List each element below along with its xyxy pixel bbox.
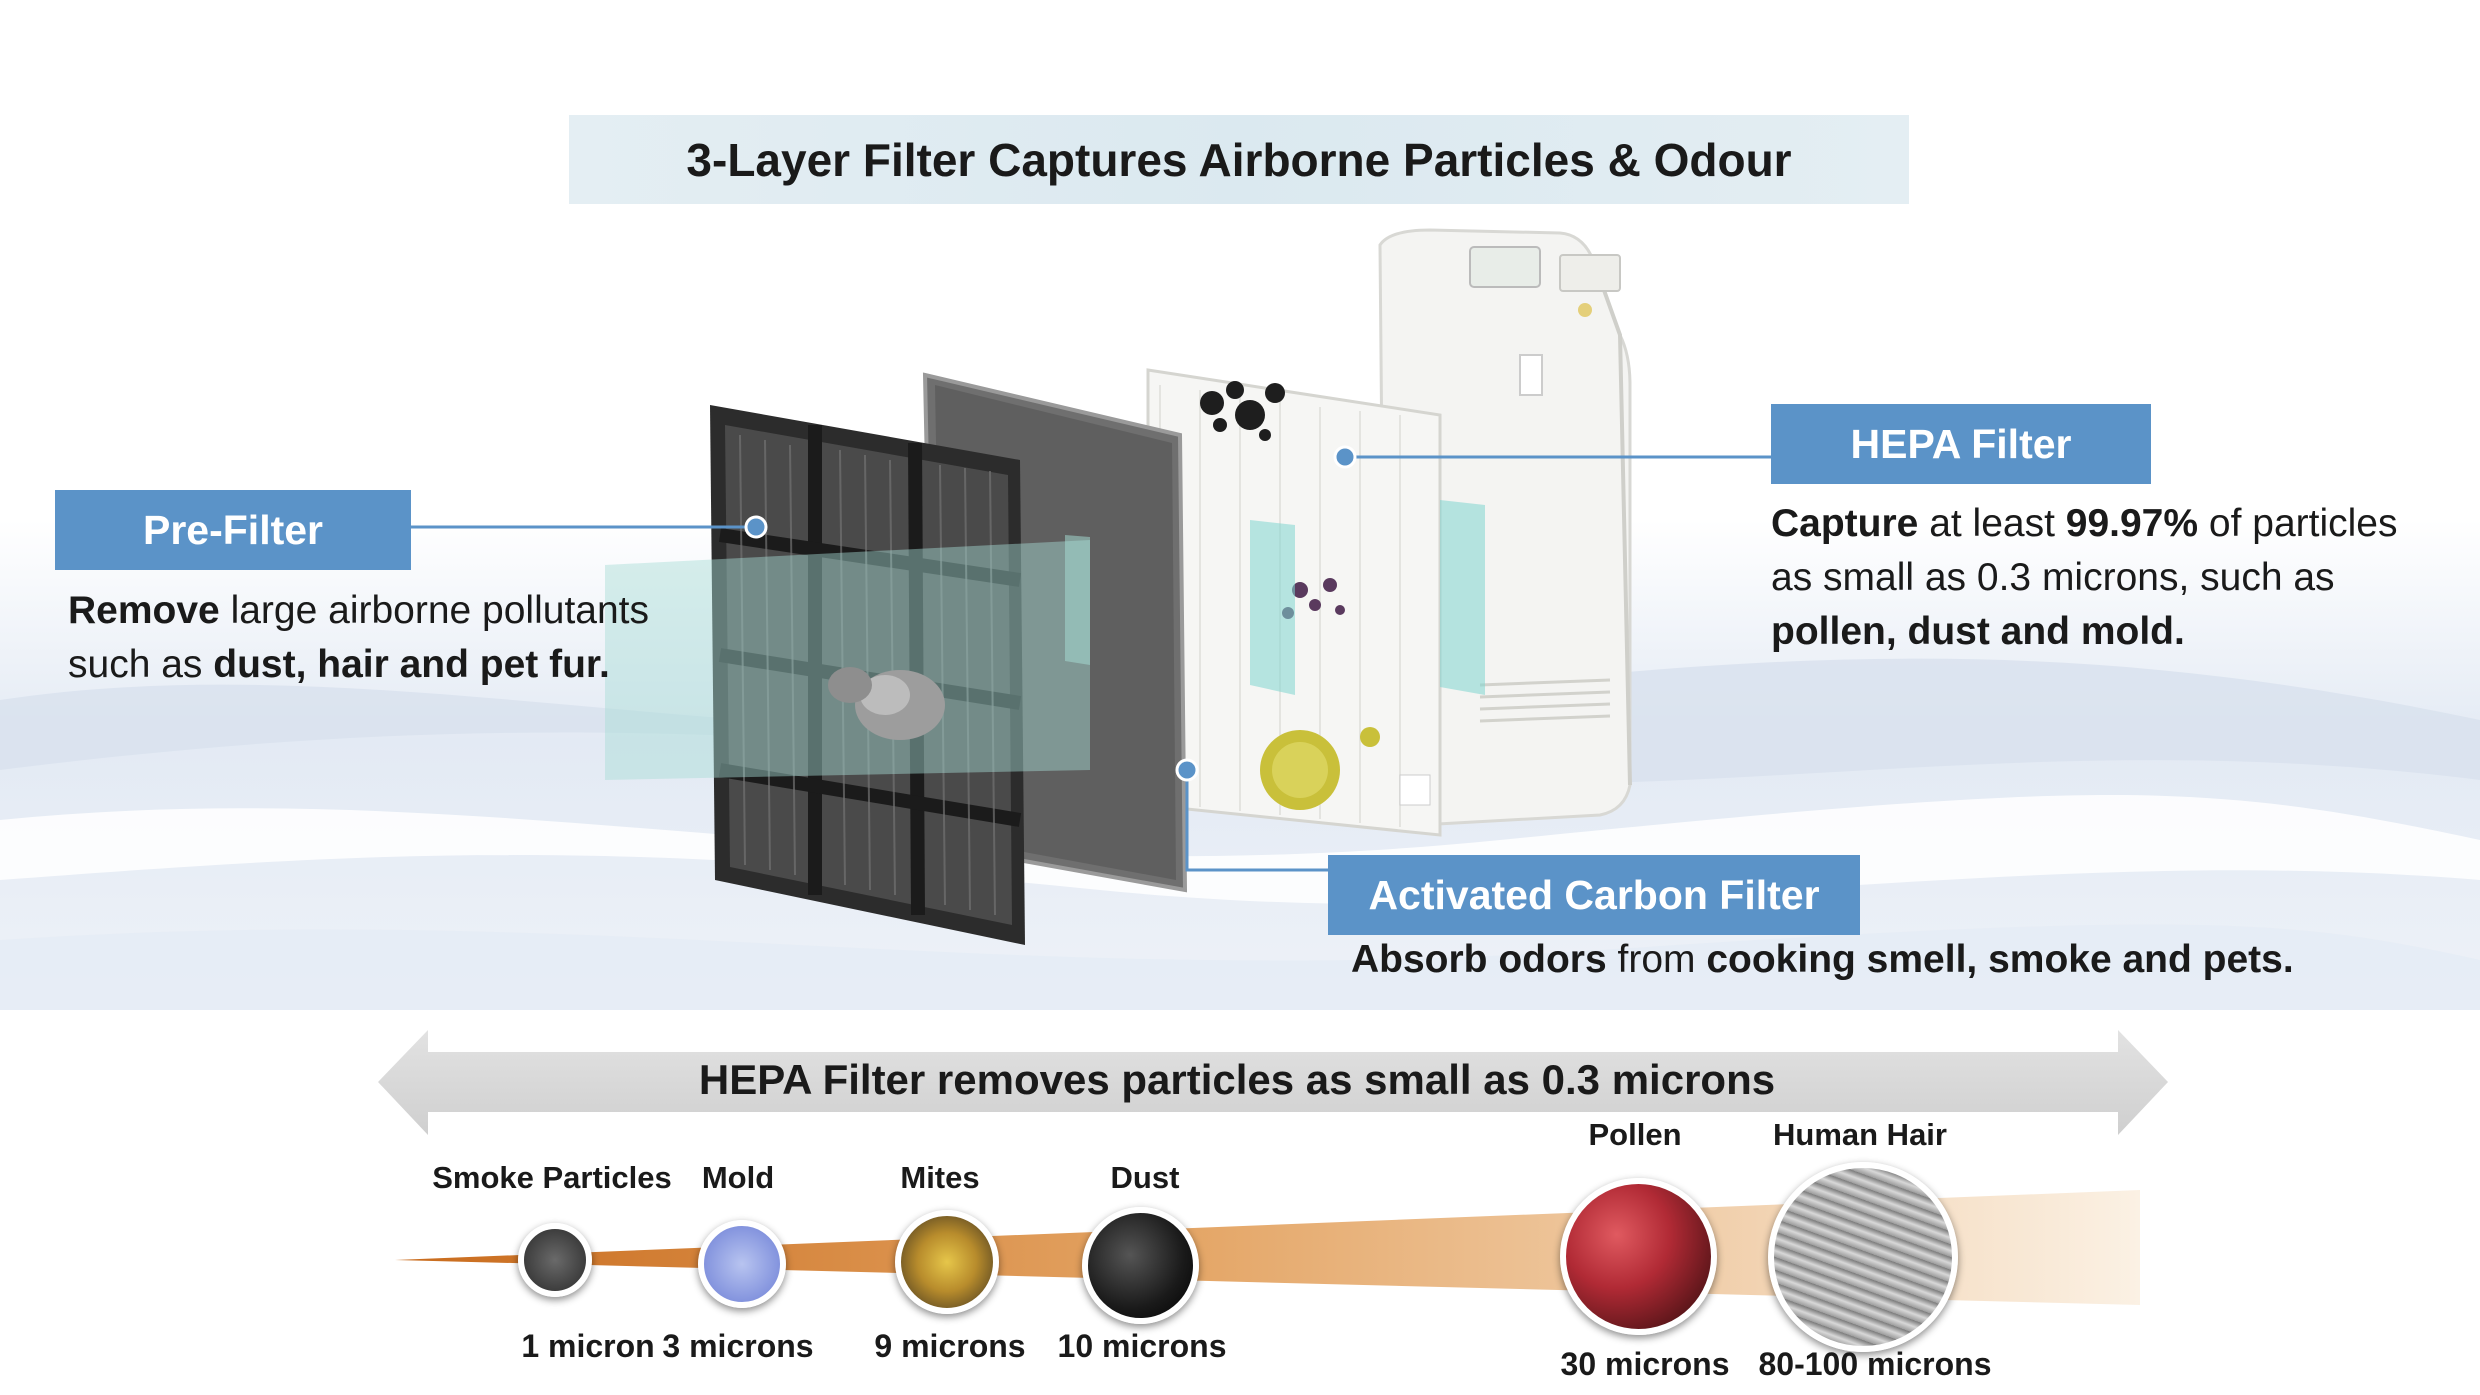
particle-size-smoke: 1 micron [521,1328,655,1364]
prefilter-desc-text1: large airborne pollutants [219,589,650,632]
title-banner: 3-Layer Filter Captures Airborne Particl… [569,115,1909,204]
filter-illustration [605,228,1632,945]
hepa-desc-text3: as small as 0.3 microns, such as [1771,556,2335,599]
hepa-desc-text2: of particles [2198,502,2398,545]
prefilter-image [605,405,1090,945]
prefilter-description: Remove large airborne pollutants such as… [68,584,768,692]
carbon-description: Absorb odors from cooking smell, smoke a… [1351,933,2451,987]
human-hair-image [1768,1162,1958,1352]
hepa-description: Capture at least 99.97% of particles as … [1771,497,2451,659]
prefilter-desc-bold1: Remove [68,589,220,632]
particle-name-smoke: Smoke Particles [432,1160,672,1195]
particle-name-pollen: Pollen [1588,1117,1682,1152]
prefilter-leader-dot [744,515,768,539]
particle-size-mites: 9 microns [874,1328,1026,1364]
prefilter-desc-text2: such as [68,643,214,686]
prefilter-label: Pre-Filter [55,490,411,570]
hepa-desc-text1: at least [1918,502,2066,545]
leader-lines [411,445,1771,872]
carbon-desc-bold1: Absorb odors [1351,938,1607,981]
particle-size-mold: 3 microns [662,1328,814,1364]
smoke-particle-image [518,1223,592,1297]
particle-name-mites: Mites [900,1160,980,1195]
page-title: 3-Layer Filter Captures Airborne Particl… [686,133,1792,186]
scale-caption: HEPA Filter removes particles as small a… [698,1056,1776,1103]
hepa-desc-bold1: Capture [1771,502,1919,545]
mites-image [895,1210,999,1314]
hepa-desc-bold3: pollen, dust and mold. [1771,610,2185,653]
carbon-leader-line [1185,770,1328,872]
particle-name-mold: Mold [701,1160,775,1195]
dust-image [1082,1207,1199,1324]
particle-size-pollen: 30 microns [1560,1346,1730,1382]
mold-image [698,1220,786,1308]
carbon-label: Activated Carbon Filter [1328,855,1860,935]
carbon-desc-bold2: cooking smell, smoke and pets. [1706,938,2294,981]
hepa-label: HEPA Filter [1771,404,2151,484]
hepa-desc-bold2: 99.97% [2065,502,2199,545]
particle-size-dust: 10 microns [1057,1328,1227,1364]
prefilter-desc-bold2: dust, hair and pet fur. [213,643,610,686]
particle-size-hair: 80-100 microns [1758,1346,1992,1382]
carbon-leader-dot [1175,758,1199,782]
particle-name-dust: Dust [1110,1160,1180,1195]
hepa-filter-image [1146,368,1485,837]
particle-name-hair: Human Hair [1773,1117,1947,1152]
scale-double-arrow [378,1030,2168,1135]
pollen-image [1560,1178,1717,1335]
carbon-desc-text1: from [1606,938,1707,981]
hepa-leader-dot [1333,445,1357,469]
